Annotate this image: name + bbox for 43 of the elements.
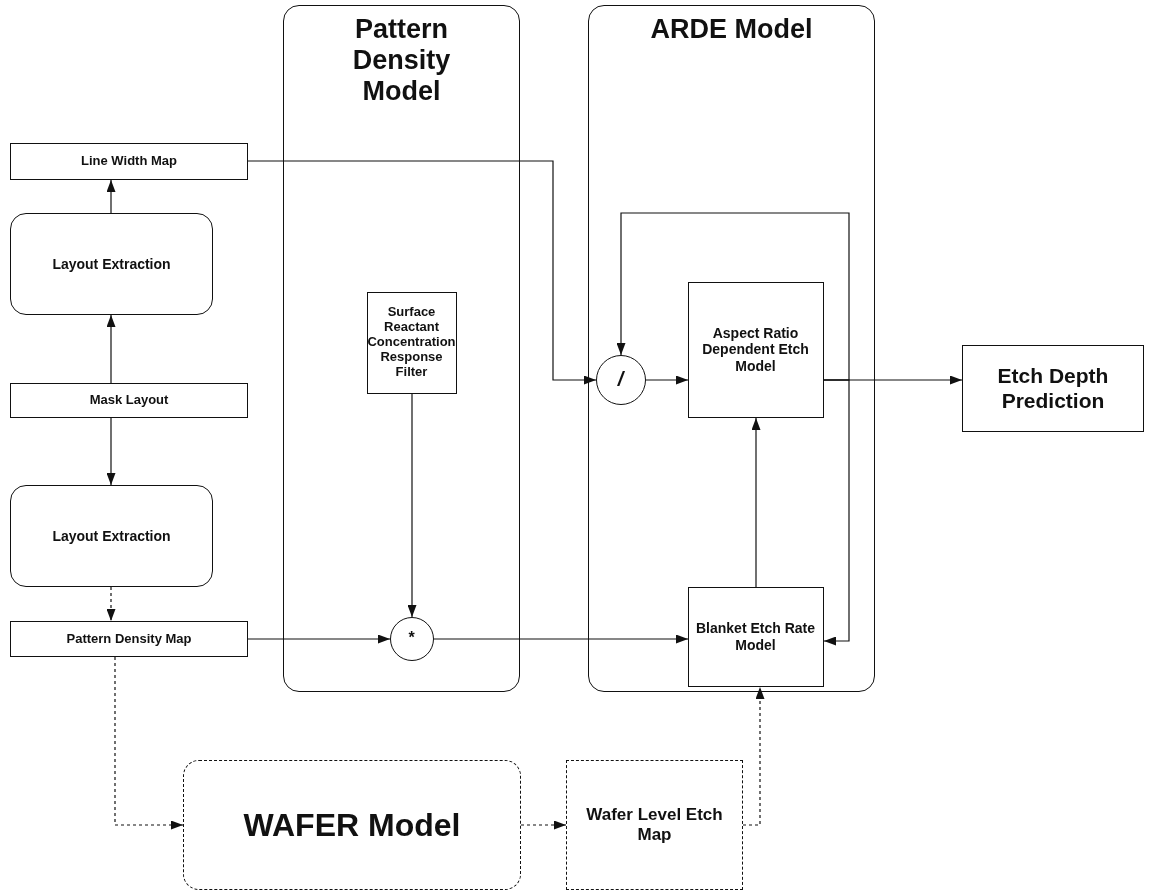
process-box [366,291,457,394]
model-panel [283,5,520,692]
process-box [10,621,248,657]
process-box [183,760,521,890]
arrow [247,160,597,385]
process-box [566,760,743,890]
box-label: Layout Extraction [51,255,172,273]
arrow [433,634,689,644]
dashed-arrow [106,586,116,622]
box-label: Line Width Map [80,154,178,169]
box-label: Aspect Ratio Dependent Etch Model [701,325,810,374]
process-box [10,143,248,180]
panel-title: ARDE Model [649,14,814,46]
arrow [407,393,417,618]
panel-title: Pattern Density Model [351,14,452,108]
box-label: Pattern Density Map [65,631,193,647]
dashed-arrow [114,656,184,830]
arrow [616,212,850,381]
process-box [10,213,213,315]
operator-symbol: * [407,629,416,648]
process-box [687,281,824,418]
arrow [645,375,689,385]
box-label: WAFER Model [242,806,462,844]
arrow [823,379,850,646]
box-label: Etch Depth Prediction [996,364,1110,413]
process-box [10,485,213,587]
box-label: Mask Layout [88,393,170,408]
box-label: Layout Extraction [51,527,172,545]
box-label: Wafer Level Etch Map [585,805,724,845]
operator-symbol: / [616,368,626,391]
arrow [106,314,116,384]
dashed-arrow [742,686,765,826]
box-label: Blanket Etch Rate Model [694,620,816,653]
process-box [10,383,248,418]
process-box [687,586,824,687]
arrow [106,179,116,214]
arrow [247,634,391,644]
model-panel [588,5,875,692]
dashed-arrow [520,820,567,830]
arrow [106,417,116,486]
box-label: Surface Reactant Concentration Response Filter [366,305,457,380]
process-box [962,345,1144,432]
arrow [751,417,761,588]
